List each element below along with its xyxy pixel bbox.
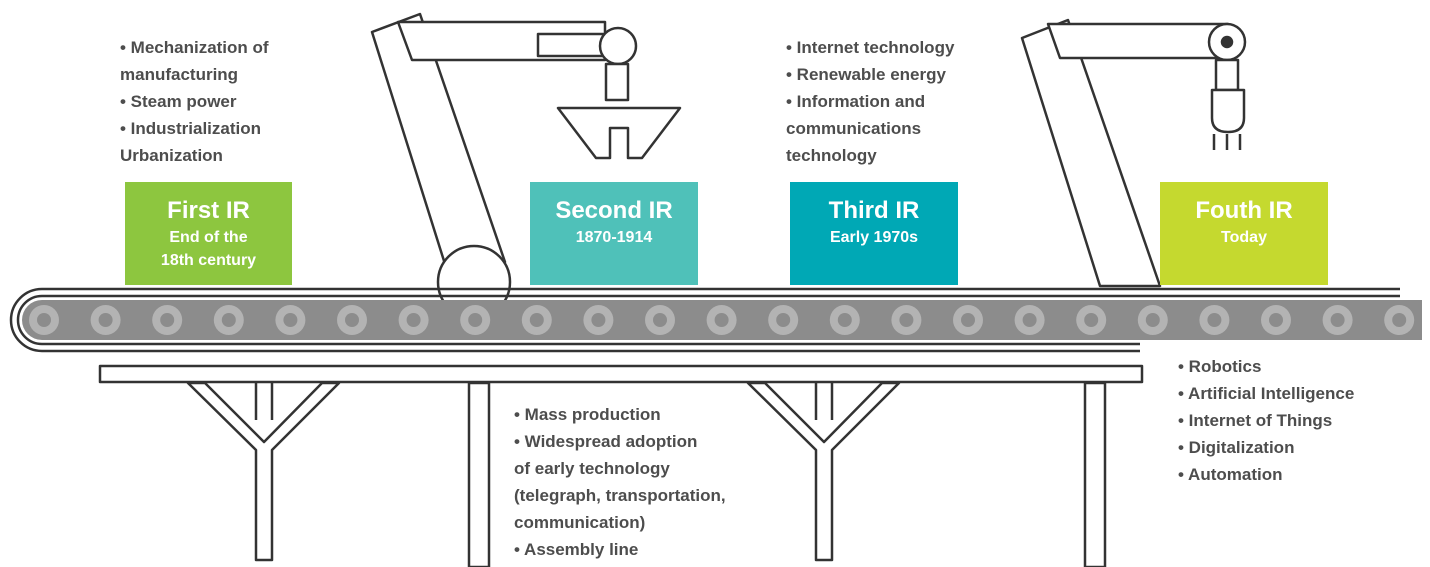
roller-hub: [98, 313, 113, 327]
first-ir-bullets: • Mechanization of manufacturing • Steam…: [120, 34, 269, 169]
roller-hub: [714, 313, 729, 327]
list-item: • Artificial Intelligence: [1178, 384, 1355, 403]
list-item: • Automation: [1178, 465, 1283, 484]
list-item: • Industrialization: [120, 119, 262, 138]
stage-box-fourth-ir: Fouth IR Today: [1160, 182, 1328, 285]
list-item: • Internet of Things: [1178, 411, 1333, 430]
list-item: • Renewable energy: [786, 65, 946, 84]
roller-hub: [837, 313, 852, 327]
list-item: • Widespread adoption of early technolog…: [514, 432, 726, 532]
roller-hub: [345, 313, 359, 327]
roller-hub: [221, 313, 236, 327]
second-ir-bullets: • Mass production • Widespread adoption …: [514, 401, 726, 563]
stage-period: 1870-1914: [575, 229, 653, 246]
roller-hub: [776, 313, 791, 327]
plug-prongs: [1212, 134, 1242, 150]
roller-hub: [468, 313, 483, 327]
roller-hub: [961, 313, 975, 327]
stage-box-second-ir: Second IR 1870-1914: [530, 182, 698, 285]
list-item: • Steam power: [120, 92, 237, 111]
roller-hub: [1145, 313, 1160, 327]
list-item: • Mechanization of manufacturing: [120, 38, 269, 84]
stage-title: Fouth IR: [1195, 197, 1293, 224]
support-table: [98, 364, 1144, 567]
list-item: • Mass production: [514, 405, 661, 424]
list-item: • Digitalization: [1178, 438, 1295, 457]
roller-hub: [37, 313, 51, 327]
stage-box-third-ir: Third IR Early 1970s: [790, 182, 958, 285]
conveyor-belt: [9, 287, 1422, 353]
roller-hub: [899, 313, 914, 327]
roller-hub: [1330, 313, 1345, 327]
list-item: • Internet technology: [786, 38, 955, 57]
roller-hub: [1392, 313, 1407, 327]
fourth-ir-bullets: • Robotics • Artificial Intelligence • I…: [1178, 353, 1354, 488]
list-item: • Robotics: [1178, 357, 1262, 376]
stage-box-first-ir: First IR End of the 18th century: [125, 182, 292, 285]
stage-title: Third IR: [828, 197, 920, 224]
roller-hub: [529, 313, 544, 327]
stage-period: Today: [1221, 229, 1267, 246]
roller-hub: [1022, 313, 1037, 327]
stage-title: Second IR: [555, 197, 673, 224]
roller-hub: [653, 313, 667, 327]
list-item: Urbanization: [120, 146, 223, 165]
stage-period: End of the 18th century: [160, 229, 257, 269]
roller-hub: [283, 313, 298, 327]
list-item: • Information and communications technol…: [786, 92, 926, 165]
roller-hub: [1207, 313, 1222, 327]
robot-arm-gripper-icon: [370, 12, 682, 320]
third-ir-bullets: • Internet technology • Renewable energy…: [786, 34, 954, 169]
stage-period: Early 1970s: [829, 229, 919, 246]
roller-hub: [1269, 313, 1283, 327]
roller-hub: [160, 313, 175, 327]
stage-title: First IR: [167, 197, 250, 224]
list-item: • Assembly line: [514, 540, 639, 559]
rollers: [29, 305, 1415, 335]
roller-hub: [406, 313, 421, 327]
roller-hub: [1084, 313, 1099, 327]
robot-arm-plug-icon: [1020, 18, 1247, 288]
roller-hub: [591, 313, 606, 327]
